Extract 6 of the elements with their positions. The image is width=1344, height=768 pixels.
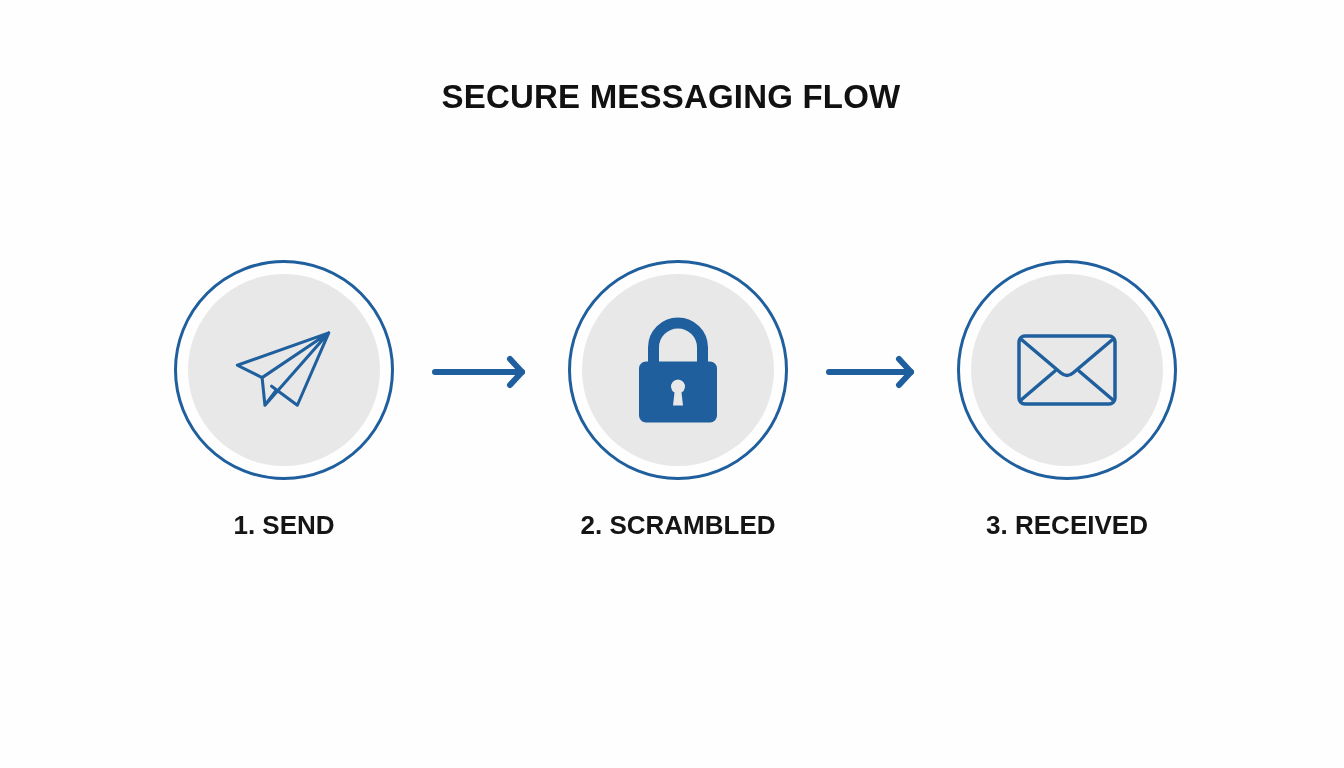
- arrow: [432, 356, 525, 388]
- step-label: 3. RECEIVED: [986, 511, 1148, 540]
- title: SECURE MESSAGING FLOW: [441, 79, 901, 116]
- step-label: 2. SCRAMBLED: [580, 511, 776, 540]
- step-label: 1. SEND: [233, 511, 335, 540]
- arrow: [826, 356, 914, 388]
